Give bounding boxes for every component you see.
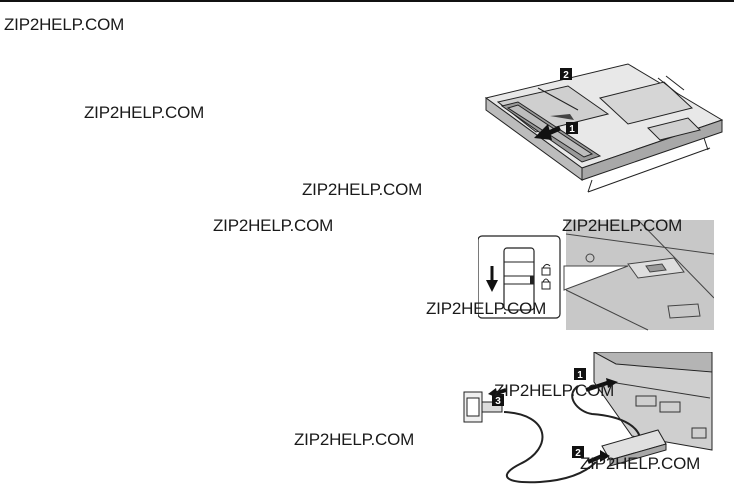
- watermark-text: ZIP2HELP.COM: [302, 180, 423, 199]
- svg-text:3: 3: [495, 396, 501, 407]
- top-rule: [0, 0, 734, 2]
- ac-adapter-figure: 1 2 3: [463, 352, 713, 484]
- svg-text:1: 1: [569, 124, 575, 135]
- watermark-text: ZIP2HELP.COM: [84, 103, 205, 122]
- watermark-text: ZIP2HELP.COM: [580, 454, 701, 473]
- laptop-underside-battery-figure: 2 1: [484, 63, 724, 193]
- watermark-text: ZIP2HELP.COM: [426, 299, 547, 318]
- watermark-text: ZIP2HELP.COM: [213, 216, 334, 235]
- svg-text:1: 1: [577, 370, 583, 381]
- svg-text:2: 2: [563, 70, 569, 81]
- watermark-text: ZIP2HELP.COM: [562, 216, 683, 235]
- battery-latch-figure: [478, 220, 714, 331]
- watermark-text: ZIP2HELP.COM: [494, 381, 615, 400]
- watermark-text: ZIP2HELP.COM: [4, 15, 125, 34]
- watermark-text: ZIP2HELP.COM: [294, 430, 415, 449]
- svg-text:2: 2: [575, 448, 581, 459]
